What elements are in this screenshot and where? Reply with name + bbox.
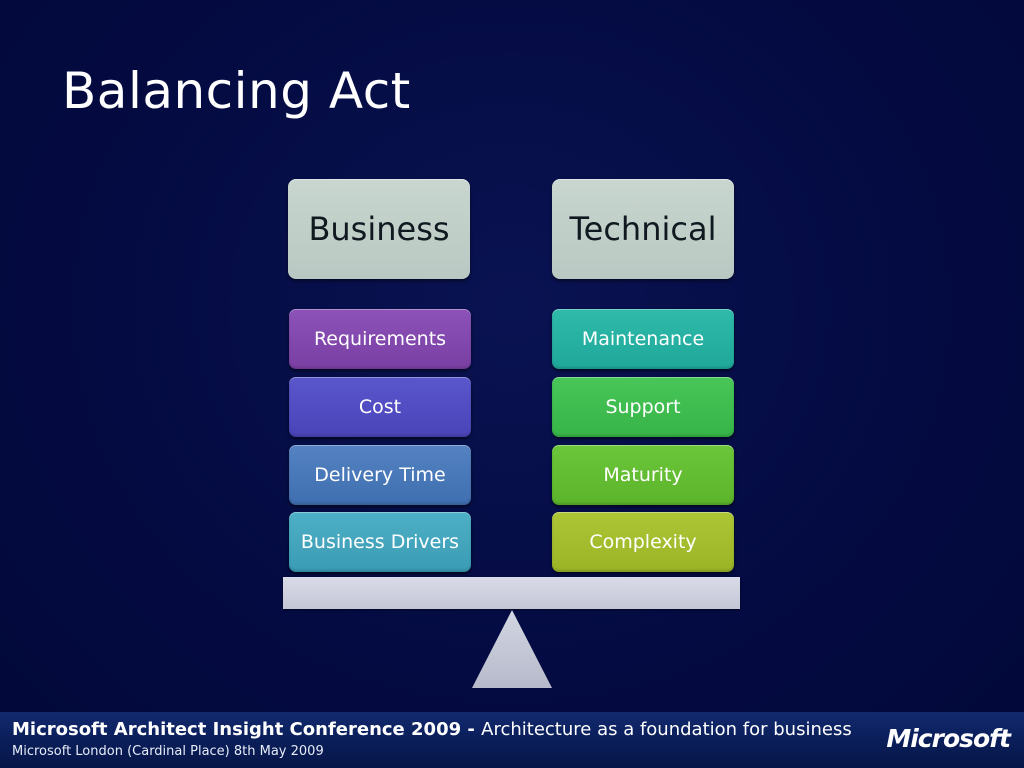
conference-name: Microsoft Architect Insight Conference 2… (12, 719, 462, 740)
business-item-delivery-time: Delivery Time (289, 445, 471, 505)
footer-separator: - (461, 719, 482, 740)
business-item-cost: Cost (289, 377, 471, 437)
technical-header: Technical (552, 179, 734, 279)
business-header: Business (288, 179, 470, 279)
business-item-requirements: Requirements (289, 309, 471, 369)
conference-tagline: Architecture as a foundation for busines… (481, 719, 852, 740)
footer-bar (0, 712, 1024, 768)
technical-item-maintenance: Maintenance (552, 309, 734, 369)
technical-item-maturity: Maturity (552, 445, 734, 505)
technical-item-support: Support (552, 377, 734, 437)
business-item-business-drivers: Business Drivers (289, 512, 471, 572)
slide-title: Balancing Act (62, 62, 411, 120)
microsoft-logo: Microsoft (886, 724, 1011, 753)
technical-item-complexity: Complexity (552, 512, 734, 572)
balance-beam (283, 577, 740, 609)
fulcrum-triangle (472, 610, 552, 688)
footer-location: Microsoft London (Cardinal Place) 8th Ma… (12, 744, 324, 759)
footer-conference-line: Microsoft Architect Insight Conference 2… (12, 719, 852, 740)
